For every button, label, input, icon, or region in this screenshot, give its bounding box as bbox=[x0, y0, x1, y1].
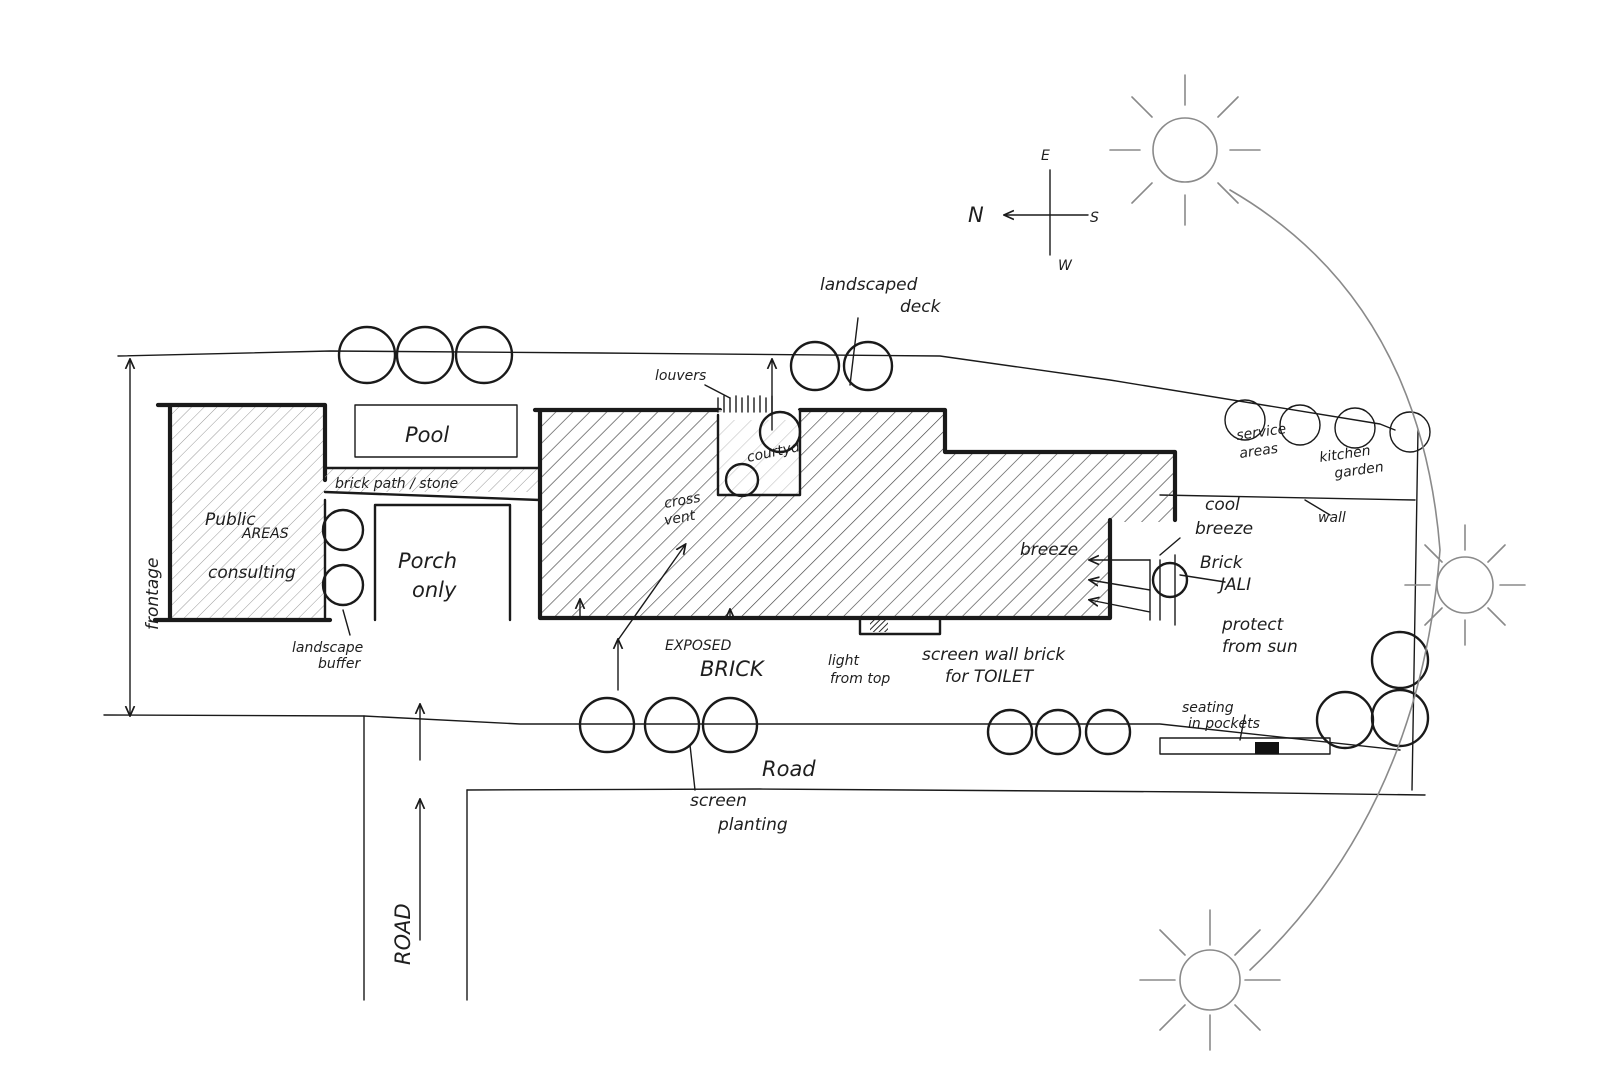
sun-path bbox=[1109, 74, 1526, 1051]
flow-arrows bbox=[420, 360, 1151, 941]
wall-label: wall bbox=[1318, 510, 1346, 526]
screen-wall-label-2: for TOILET bbox=[945, 667, 1035, 687]
tree-screen-planting bbox=[578, 696, 759, 754]
frontage-label: frontage bbox=[143, 558, 163, 630]
light-from-top-label-2: from top bbox=[830, 671, 890, 687]
brick-jali-label: Brick bbox=[1200, 553, 1244, 573]
main-building bbox=[532, 407, 1178, 621]
trees bbox=[321, 325, 1431, 756]
seating-pocket bbox=[1159, 737, 1331, 755]
kitchen-garden-label-2: garden bbox=[1333, 459, 1384, 482]
louvers-label: louvers bbox=[655, 368, 706, 384]
breeze-label: breeze bbox=[1020, 540, 1078, 560]
leader-lines bbox=[342, 317, 1331, 791]
toilet-screen-wall bbox=[858, 616, 942, 636]
tree-cluster-north bbox=[337, 325, 514, 385]
sun-icon-south bbox=[1404, 524, 1526, 646]
cool-breeze-label-2: breeze bbox=[1195, 519, 1253, 539]
consulting-label: consulting bbox=[208, 563, 296, 583]
tree-jali bbox=[1151, 561, 1189, 599]
seating-label-2: in pockets bbox=[1188, 716, 1260, 732]
compass-n-label: N bbox=[968, 203, 984, 227]
protect-from-sun-label: protect bbox=[1221, 615, 1285, 635]
landscape-buffer-label: landscape bbox=[292, 640, 363, 656]
exposed-brick-label: EXPOSED bbox=[665, 638, 732, 654]
compass-e-label: E bbox=[1041, 148, 1050, 164]
cool-breeze-label: cool bbox=[1205, 495, 1240, 515]
screen-planting-label-2: planting bbox=[717, 815, 788, 835]
tree-road-dark bbox=[986, 708, 1132, 756]
light-from-top-label: light bbox=[828, 653, 860, 669]
compass-rose bbox=[1005, 169, 1089, 256]
compass-s-label: S bbox=[1090, 210, 1099, 226]
landscape-buffer-label-2: buffer bbox=[318, 656, 361, 672]
tree-cluster-deck bbox=[789, 340, 894, 392]
cross-vent-label: cross bbox=[663, 490, 702, 512]
porch-label-2: only bbox=[412, 578, 457, 602]
exposed-brick-label-2: BRICK bbox=[700, 657, 766, 681]
tree-buffer bbox=[321, 508, 365, 607]
tree-east-cluster bbox=[1315, 630, 1430, 750]
tree-service bbox=[1224, 399, 1431, 453]
road-label: Road bbox=[762, 757, 816, 781]
landscaped-deck-label-2: deck bbox=[900, 297, 942, 317]
seating-label: seating bbox=[1182, 700, 1234, 716]
site-boundary bbox=[103, 350, 1426, 1001]
brick-jali-label-2: JALI bbox=[1217, 575, 1251, 595]
brick-path bbox=[323, 466, 542, 502]
service-areas-label: service bbox=[1235, 421, 1287, 444]
sun-icon-east bbox=[1109, 74, 1261, 226]
landscaped-deck-label: landscaped bbox=[820, 275, 918, 295]
screen-planting-label: screen bbox=[690, 791, 747, 811]
public-areas-label: Public bbox=[205, 510, 256, 530]
cross-vent-label-2: vent bbox=[663, 508, 697, 529]
service-areas-label-2: areas bbox=[1238, 441, 1279, 462]
tree-courtyard bbox=[724, 410, 802, 498]
kitchen-garden-label: kitchen bbox=[1318, 443, 1371, 466]
sun-icon-west bbox=[1139, 909, 1281, 1051]
protect-from-sun-label-2: from sun bbox=[1222, 637, 1298, 657]
public-areas-label-2: AREAS bbox=[241, 526, 289, 542]
louvers bbox=[717, 395, 773, 413]
pool-label: Pool bbox=[405, 423, 449, 447]
compass-w-label: W bbox=[1058, 258, 1073, 274]
road-vertical-label: ROAD bbox=[391, 903, 415, 965]
screen-wall-label: screen wall brick bbox=[922, 645, 1066, 665]
labels: E N S W landscaped deck louvers courtyd … bbox=[143, 148, 1385, 965]
public-areas-block bbox=[152, 402, 333, 623]
pool-block bbox=[354, 404, 518, 458]
porch-label: Porch bbox=[398, 549, 457, 573]
brick-path-label: brick path / stone bbox=[335, 476, 458, 492]
